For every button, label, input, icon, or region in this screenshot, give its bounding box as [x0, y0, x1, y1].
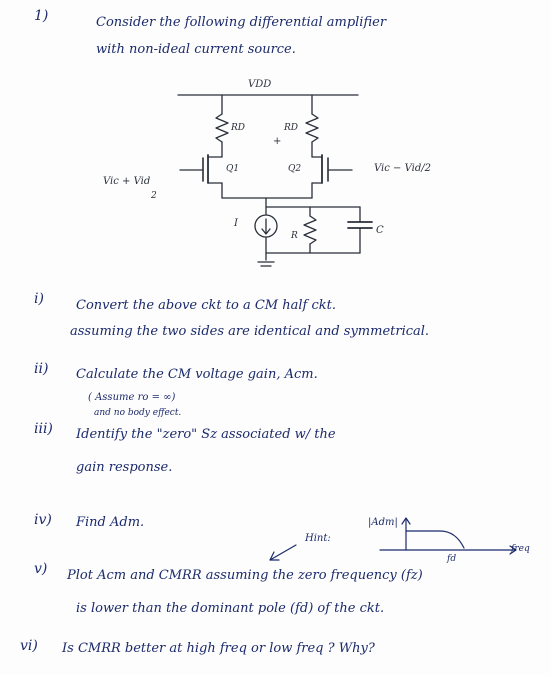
question-5-number: v) [34, 561, 48, 577]
question-3-line-1: Identify the "zero" Sz associated w/ the [76, 427, 336, 442]
question-4-number: iv) [34, 512, 52, 528]
r-resistor [303, 215, 317, 245]
plus-sign: + [273, 136, 282, 147]
question-5-line-2: is lower than the dominant pole (fd) of … [76, 601, 385, 616]
question-3-number: iii) [34, 421, 53, 437]
question-1-number: i) [34, 291, 44, 307]
q1-label: Q1 [226, 164, 240, 174]
input-right-label: Vic − Vid/2 [374, 163, 431, 174]
circuit-diagram [177, 94, 373, 267]
rd-right-label: RD [284, 123, 298, 133]
c-label: C [376, 225, 384, 236]
hint-pole-label: fd [447, 554, 457, 564]
question-2-line-2: ( Assume ro = ∞) [88, 392, 176, 403]
intro-line-1: Consider the following differential ampl… [96, 15, 387, 30]
question-3-line-2: gain response. [76, 460, 173, 475]
question-4-line-1: Find Adm. [76, 515, 145, 530]
vdd-label: VDD [248, 79, 272, 90]
question-6-number: vi) [20, 638, 38, 654]
hint-y-axis-label: |Adm| [368, 517, 398, 528]
question-2-line-3: and no body effect. [94, 408, 182, 418]
question-6-line-1: Is CMRR better at high freq or low freq … [62, 641, 375, 656]
current-source-label: I [234, 218, 238, 229]
hint-x-axis-label: freq [511, 544, 530, 554]
hint-arrow [269, 544, 297, 561]
rd-left-label: RD [231, 123, 245, 133]
input-left-denominator: 2 [151, 191, 157, 201]
question-1-line-2: assuming the two sides are identical and… [70, 324, 430, 339]
question-5-line-1: Plot Acm and CMRR assuming the zero freq… [67, 568, 423, 583]
problem-number: 1) [34, 8, 49, 24]
question-1-line-1: Convert the above ckt to a CM half ckt. [76, 298, 336, 313]
r-label: R [291, 231, 298, 241]
intro-line-2: with non-ideal current source. [96, 42, 296, 57]
q2-label: Q2 [288, 164, 302, 174]
hint-label: Hint: [305, 533, 331, 544]
input-left-label: Vic + Vid [103, 176, 151, 187]
question-2-line-1: Calculate the CM voltage gain, Acm. [76, 367, 318, 382]
hint-response-curve [405, 530, 465, 549]
rd-left-resistor [215, 113, 229, 143]
rd-right-resistor [305, 113, 319, 143]
question-2-number: ii) [34, 361, 49, 377]
